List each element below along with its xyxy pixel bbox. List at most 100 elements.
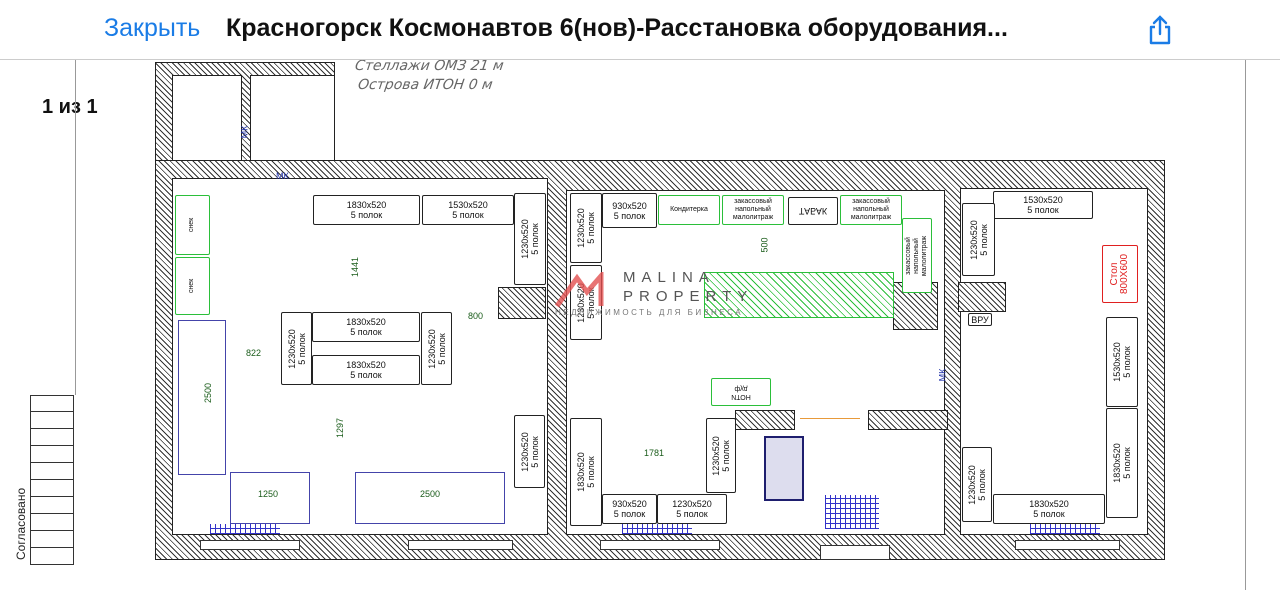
wall — [735, 410, 795, 430]
fixture-label: 1830x520 5 полок — [346, 200, 387, 220]
fixture-label: 1530x520 5 полок — [448, 200, 488, 220]
fixture-label: 1230x520 5 полок — [672, 499, 712, 519]
fixture-shelf: 930x520 5 полок — [602, 494, 657, 524]
fixture-shelf: 1230x520 5 полок — [514, 415, 545, 488]
close-button[interactable]: Закрыть — [104, 14, 201, 42]
fixture-label: 1830x520 5 полок — [576, 452, 597, 492]
fixture-shelf: ТАБАК — [788, 197, 838, 225]
window — [600, 540, 720, 550]
fixture-label: 1830x520 5 полок — [1029, 499, 1069, 519]
wall — [868, 410, 948, 430]
room-middle — [566, 190, 945, 535]
dimension-label: 1250 — [258, 489, 279, 499]
counter — [178, 320, 226, 475]
window — [1015, 540, 1120, 550]
dimension-label: 1441 — [350, 256, 361, 278]
fixture-shelf: 1230x520 5 полок — [281, 312, 312, 385]
fixture-label: закассовый напольный малолитраж — [732, 198, 774, 221]
note-islands: Острова ИТОН 0 м — [356, 77, 494, 93]
fixture-green: закассовый напольный малолитраж — [722, 195, 784, 225]
restroom — [172, 75, 242, 175]
checkout-area — [355, 472, 505, 524]
document-title: Красногорск Космонавтов 6(нов)-Расстанов… — [226, 14, 1008, 42]
fixture-label: 1230x520 5 полок — [520, 219, 541, 259]
approval-stamp-table — [30, 395, 74, 565]
fixture-label: 1230x520 5 полок — [426, 328, 447, 369]
fixture-label: 1230x520 5 полок — [967, 464, 988, 505]
fixture-label: снек — [188, 217, 196, 233]
viewer-header: Закрыть Красногорск Космонавтов 6(нов)-Р… — [0, 0, 1280, 60]
fixture-shelf: 1830x520 5 полок — [312, 312, 420, 342]
fixture-label: 1230x520 5 полок — [286, 328, 307, 369]
checkout-area — [230, 472, 310, 524]
fixture-red: Стол 800Х600 — [1102, 245, 1138, 303]
fixture-shelf: 1230x520 5 полок — [657, 494, 727, 524]
fixture-shelf: 1830x520 5 полок — [570, 418, 602, 526]
fixture-shelf: 1530x520 5 полок — [993, 191, 1093, 219]
fixture-green: Кондитерка — [658, 195, 720, 225]
fixture-green: закассовый напольный малолитраж — [840, 195, 902, 225]
column — [958, 282, 1006, 312]
fixture-shelf: ВРУ — [968, 313, 992, 326]
window — [200, 540, 300, 550]
fixture-label: Стол 800Х600 — [1109, 253, 1131, 295]
entrance-door — [820, 545, 890, 560]
dimension-label: 1297 — [335, 417, 346, 439]
dimension-line — [800, 418, 860, 419]
window — [408, 540, 513, 550]
dimension-label: 1781 — [644, 448, 665, 458]
fixture-green: ИТОН фуд — [711, 378, 771, 406]
fixture-shelf: 1230x520 5 полок — [962, 203, 995, 276]
drawing-frame-line — [1245, 60, 1246, 590]
fixture-shelf: 1230x520 5 полок — [570, 193, 602, 263]
fixture-shelf: 1830x520 5 полок — [1106, 408, 1138, 518]
fixture-label: закассовый напольный малолитраж — [850, 198, 892, 221]
fixture-label: 1230x520 5 полок — [968, 219, 989, 260]
approval-label: Согласовано — [14, 487, 28, 560]
fixture-label: 1230x520 5 полок — [576, 282, 597, 323]
fixture-label: 1830x520 5 полок — [346, 317, 386, 337]
dimension-label: МК — [276, 171, 289, 181]
fixture-shelf: 1230x520 5 полок — [514, 193, 546, 285]
fixture-shelf: 1530x520 5 полок — [1106, 317, 1138, 407]
fixture-label: 1530x520 5 полок — [1112, 342, 1133, 382]
radiator — [210, 524, 280, 534]
fixture-shelf: 1830x520 5 полок — [312, 355, 420, 385]
freezer-chest — [764, 436, 804, 501]
column — [498, 287, 546, 319]
fixture-shelf: 1230x520 5 полок — [421, 312, 452, 385]
dimension-label: 2500 — [203, 382, 214, 404]
fixture-label: 930x520 5 полок — [612, 200, 647, 221]
fixture-label: 1230x520 5 полок — [711, 435, 732, 476]
fixture-label: 1230x520 5 полок — [576, 208, 597, 248]
fixture-shelf: 930x520 5 полок — [602, 193, 657, 228]
fixture-green: снек — [175, 257, 210, 315]
dimension-label: 2500 — [420, 489, 441, 499]
fixture-shelf: 1230x520 5 полок — [706, 418, 736, 493]
fixture-label: 1830x520 5 полок — [346, 360, 386, 380]
share-icon[interactable] — [1146, 14, 1174, 46]
fixture-shelf: 1230x520 5 полок — [962, 447, 992, 522]
fixture-label: 1530x520 5 полок — [1023, 195, 1063, 215]
drawing-frame-line — [75, 60, 76, 395]
fixture-label: закассовый напольный малолитраж — [905, 235, 928, 276]
dimension-label: МК — [239, 125, 250, 139]
fixture-label: Кондитерка — [670, 206, 708, 213]
note-racks: Стеллажи ОМЗ 21 м — [353, 58, 505, 74]
fixture-shelf: 1830x520 5 полок — [313, 195, 420, 225]
page-counter: 1 из 1 — [42, 96, 98, 118]
island-fixture — [704, 272, 894, 318]
fixture-label: 1230x520 5 полок — [519, 431, 540, 472]
fixture-green: закассовый напольный малолитраж — [902, 218, 932, 293]
dimension-label: 822 — [246, 348, 262, 358]
radiator — [1030, 524, 1100, 534]
fixture-label: ВРУ — [971, 314, 989, 325]
dimension-label: МК — [937, 368, 948, 382]
fixture-label: 1830x520 5 полок — [1112, 443, 1133, 483]
dimension-label: 500 — [759, 237, 770, 253]
fixture-shelf: 1830x520 5 полок — [993, 494, 1105, 524]
fixture-label: ИТОН фуд — [731, 385, 751, 400]
fixture-shelf: 1230x520 5 полок — [570, 265, 602, 340]
fixture-label: 930x520 5 полок — [612, 499, 647, 519]
entrance-mat — [825, 495, 879, 529]
